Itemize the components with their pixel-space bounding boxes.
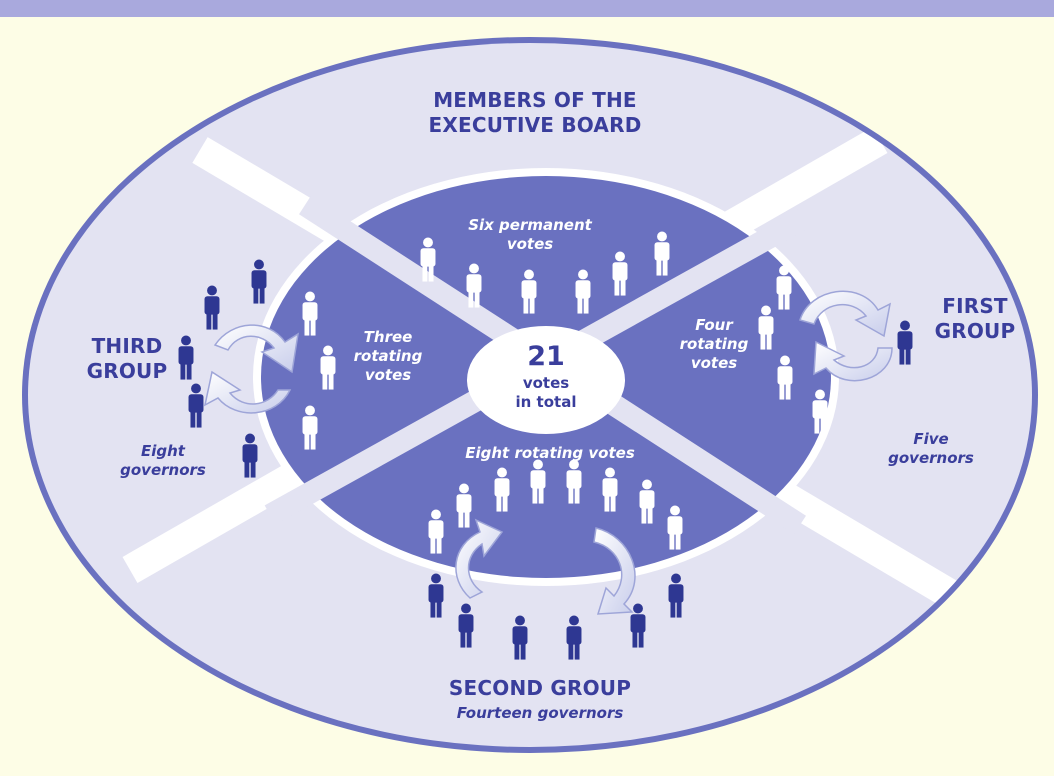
permanent-votes-line2: votes [506, 234, 554, 253]
board-title: MEMBERS OF THE EXECUTIVE BOARD [395, 88, 675, 138]
permanent-votes-line1: Six permanent [468, 216, 592, 234]
second-group-votes-label: Eight rotating votes [465, 444, 635, 462]
first-group-votes-label: Four rotating votes [664, 316, 764, 372]
board-title-line2: EXECUTIVE BOARD [428, 113, 642, 137]
first-group-arrow-bottom [813, 340, 893, 382]
total-votes-line1: votes [522, 373, 570, 392]
third-group-name-line1: THIRD [91, 334, 163, 358]
total-votes-line2: in total [515, 392, 577, 411]
third-group-governors: Eight governors [98, 442, 228, 480]
second-group-arrow-left [455, 518, 504, 599]
first-group-governors-line1: Five [913, 430, 949, 448]
third-group-arrow-bottom [203, 370, 292, 414]
first-group-arrow-top [799, 290, 892, 338]
first-group-name-line1: FIRST [942, 294, 1008, 318]
second-group-governors: Fourteen governors [456, 704, 624, 722]
third-group-governors-line2: governors [120, 460, 206, 479]
total-votes-label: 21 votes in total [480, 340, 612, 411]
first-group-votes-line3: votes [690, 353, 738, 372]
arrows [203, 290, 893, 615]
third-group-name-line2: GROUP [86, 359, 168, 383]
total-votes-number: 21 [527, 341, 565, 372]
third-group-arrow-top [213, 324, 299, 374]
top-bar [0, 0, 1054, 17]
center-oval [467, 326, 625, 434]
first-group-name-line2: GROUP [934, 319, 1016, 343]
third-group-votes-line1: Three [363, 328, 413, 346]
second-group-arrow-right [593, 527, 636, 615]
third-group-votes-line3: votes [364, 365, 412, 384]
third-group-votes-label: Three rotating votes [338, 328, 438, 384]
third-group-name: THIRD GROUP [72, 334, 182, 384]
first-group-governors-line2: governors [888, 448, 974, 467]
first-group-governors: Five governors [866, 430, 996, 468]
permanent-votes-label: Six permanent votes [440, 216, 620, 254]
third-group-governors-line1: Eight [141, 442, 185, 460]
second-group-name: SECOND GROUP [448, 676, 632, 700]
first-group-votes-line2: rotating [679, 334, 749, 353]
first-group-name: FIRST GROUP [920, 294, 1030, 344]
third-group-votes-line2: rotating [353, 346, 423, 365]
board-title-line1: MEMBERS OF THE [433, 88, 637, 112]
first-group-votes-line1: Four [695, 316, 733, 334]
